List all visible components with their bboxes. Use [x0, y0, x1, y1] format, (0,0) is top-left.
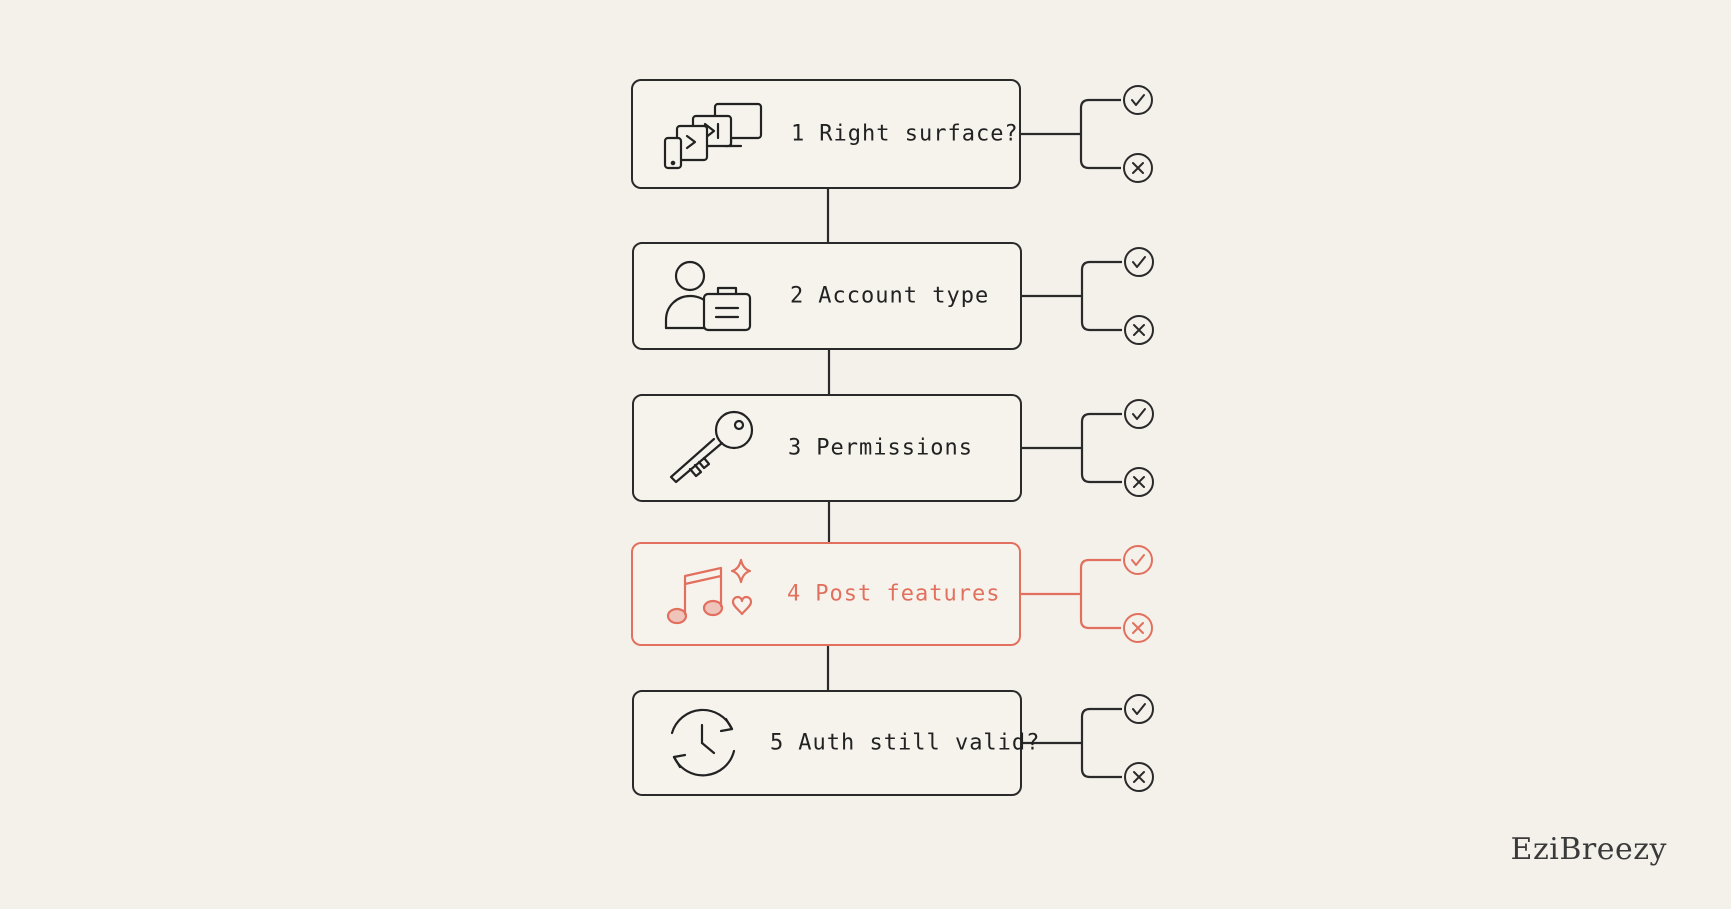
branch-fork: [1080, 260, 1122, 332]
step-number: 3: [788, 435, 803, 461]
step-box-account-type: 2 Account type: [632, 242, 1022, 350]
step-number: 2: [790, 283, 805, 309]
step-number: 5: [770, 730, 785, 756]
step-number: 4: [787, 581, 802, 607]
x-circle-icon: [1124, 467, 1154, 497]
branch-fork: [1079, 98, 1121, 170]
step-label: Post features: [815, 581, 1001, 607]
check-circle-icon: [1124, 694, 1154, 724]
step-box-post-features: 4 Post features: [631, 542, 1021, 646]
x-circle-icon: [1123, 153, 1153, 183]
check-circle-icon: [1123, 545, 1153, 575]
clock-refresh-icon: [670, 708, 736, 777]
step-box-right-surface: 1 Right surface?: [631, 79, 1021, 189]
key-icon: [669, 410, 754, 484]
step-label: Account type: [818, 283, 990, 309]
brand-logo: EziBreezy: [1510, 832, 1667, 867]
x-circle-icon: [1124, 315, 1154, 345]
step-label: Right surface?: [819, 121, 1019, 147]
step-label: Auth still valid?: [798, 730, 1041, 756]
check-circle-icon: [1124, 247, 1154, 277]
check-circle-icon: [1124, 399, 1154, 429]
check-circle-icon: [1123, 85, 1153, 115]
x-circle-icon: [1123, 613, 1153, 643]
branch-fork: [1080, 707, 1122, 779]
branch-fork: [1080, 412, 1122, 484]
music-sparkle-heart-icon: [666, 558, 753, 625]
devices-icon: [663, 102, 763, 170]
step-box-permissions: 3 Permissions: [632, 394, 1022, 502]
x-circle-icon: [1124, 762, 1154, 792]
step-label: Permissions: [816, 435, 973, 461]
person-briefcase-icon: [664, 260, 752, 332]
step-number: 1: [791, 121, 806, 147]
step-box-auth-still-valid: 5 Auth still valid?: [632, 690, 1039, 796]
branch-fork: [1079, 558, 1121, 630]
